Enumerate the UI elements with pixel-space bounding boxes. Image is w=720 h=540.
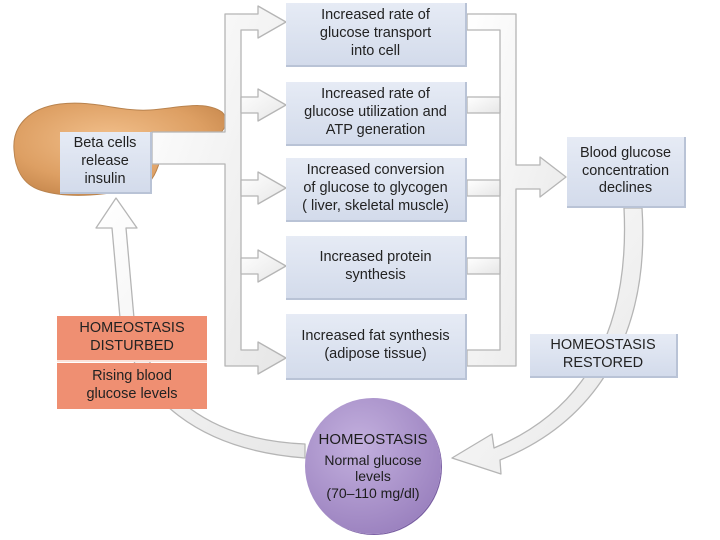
disturb-curve-arrow: [95, 197, 306, 459]
insulin-distribution-arrows: [151, 5, 287, 375]
homeostasis-circle: HOMEOSTASIS Normal glucose levels (70–11…: [305, 398, 441, 534]
normal-glucose-text: Normal glucose levels (70–110 mg/dl): [324, 451, 422, 501]
effect-box-protein-synthesis: Increased protein synthesis: [286, 236, 467, 300]
effect-box-fat-synthesis: Increased fat synthesis (adipose tissue): [286, 314, 467, 380]
homeostasis-restored-box: HOMEOSTASIS RESTORED: [530, 334, 678, 378]
homeostasis-disturbed-box: HOMEOSTASIS DISTURBED: [57, 316, 207, 362]
effect-box-glucose-transport: Increased rate of glucose transport into…: [286, 3, 467, 67]
beta-cells-box: Beta cells release insulin: [60, 132, 152, 194]
effect-box-glycogen-conversion: Increased conversion of glucose to glyco…: [286, 158, 467, 222]
rising-glucose-box: Rising blood glucose levels: [57, 363, 207, 409]
homeostasis-title: HOMEOSTASIS: [318, 430, 428, 448]
glucose-declines-box: Blood glucose concentration declines: [567, 137, 686, 208]
effect-collector-arrows: [466, 13, 567, 367]
effect-box-glucose-utilization: Increased rate of glucose utilization an…: [286, 82, 467, 146]
